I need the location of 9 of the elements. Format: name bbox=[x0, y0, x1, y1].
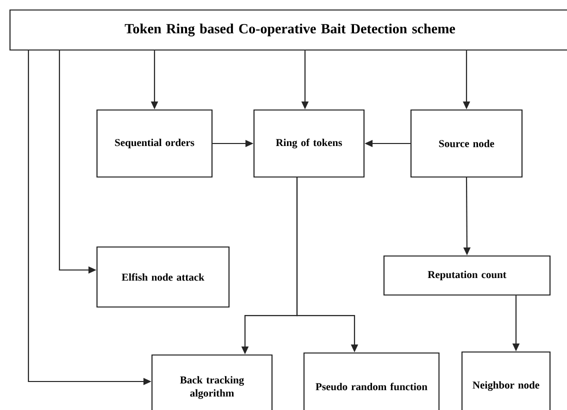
process-box: Neighbor node bbox=[461, 351, 551, 410]
process-box: Elfish node attack bbox=[96, 246, 230, 308]
process-box: Source node bbox=[410, 109, 523, 178]
process-box: Back tracking algorithm bbox=[151, 354, 273, 410]
process-box: Reputation count bbox=[383, 255, 551, 296]
process-box: Ring of tokens bbox=[253, 109, 365, 178]
process-box: Pseudo random function bbox=[303, 352, 440, 410]
title-box: Token Ring based Co-operative Bait Detection scheme bbox=[9, 9, 567, 51]
process-box: Sequential orders bbox=[96, 109, 213, 178]
